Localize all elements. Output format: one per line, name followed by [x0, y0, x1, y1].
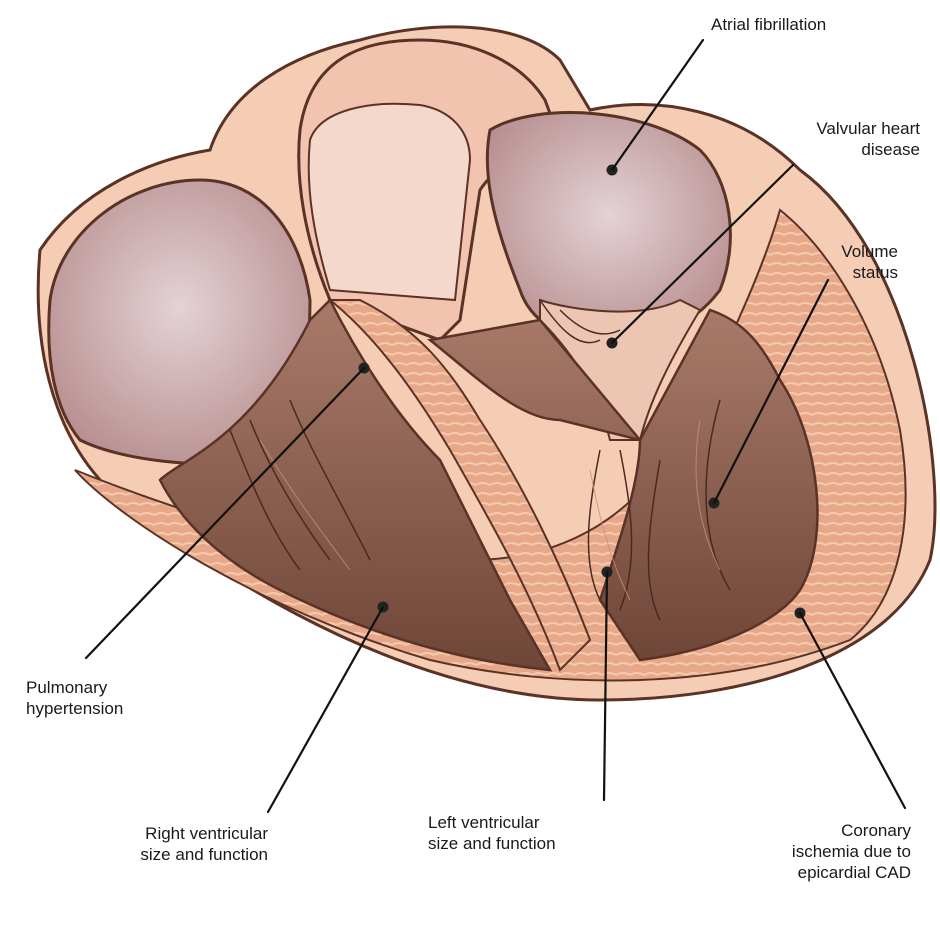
label-volume-status: Volume status	[841, 241, 898, 283]
leader-right-ventricular	[268, 607, 383, 812]
label-atrial-fibrillation: Atrial fibrillation	[711, 14, 826, 35]
label-right-ventricular: Right ventricular size and function	[140, 823, 268, 865]
label-pulmonary-hypertension: Pulmonary hypertension	[26, 677, 123, 719]
label-left-ventricular: Left ventricular size and function	[428, 812, 556, 854]
label-coronary-ischemia: Coronary ischemia due to epicardial CAD	[792, 820, 911, 883]
great-vessel-lumen	[309, 104, 470, 300]
label-valvular-heart-disease: Valvular heart disease	[816, 118, 920, 160]
